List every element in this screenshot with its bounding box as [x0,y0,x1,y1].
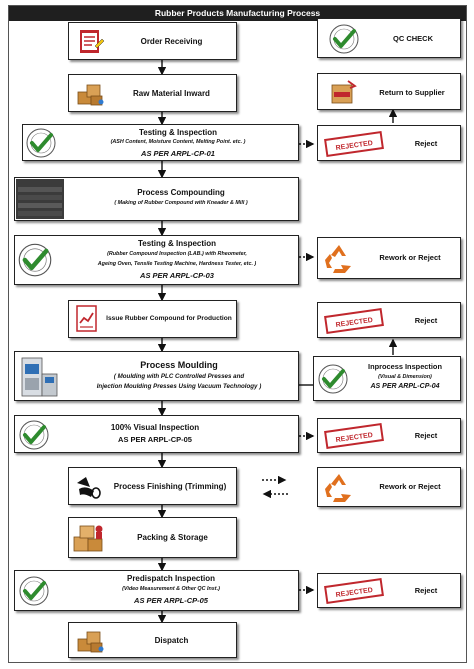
qc-approved-seal-icon [19,576,49,606]
side-rework-1: Rework or Reject [317,237,461,279]
side-reject-1: REJECTED Reject [317,125,461,161]
step-title: Predispatch Inspection [126,574,216,583]
step-title: Testing & Inspection [137,239,217,248]
step-packing: Packing & Storage [68,517,237,558]
return-box-icon [331,80,357,104]
step-raw-material: Raw Material Inward [68,74,237,112]
step-label: Order Receiving [140,37,203,46]
step-detail: (Video Measurement & Other QC Inst.) [122,586,220,592]
step-title: Process Moulding [140,360,218,370]
moulding-machine-icon [21,357,58,397]
recycle-icon [325,474,351,502]
qc-approved-seal-icon [18,243,52,277]
step-issue-compound: Issue Rubber Compound for Production [68,300,237,338]
side-reference: AS PER ARPL-CP-04 [370,383,440,390]
step-label: Issue Rubber Compound for Production [106,315,232,322]
step-detail: (ASH Content, Moisture Content, Melting … [110,139,246,145]
step-reference: AS PER ARPL-CP-05 [118,435,192,444]
side-label: Reject [414,431,438,440]
rejected-stamp-icon: REJECTED [324,578,384,604]
boxes-icon [77,84,104,106]
step-testing-1: Testing & Inspection (ASH Content, Moist… [22,124,299,161]
rejected-stamp-icon: REJECTED [324,308,384,334]
step-moulding: Process Moulding ( Moulding with PLC Con… [14,351,299,401]
side-label: Rework or Reject [379,482,441,491]
step-detail-line2: Ageing Oven, Tensile Testing Machine, Ha… [97,261,257,267]
page-title: Rubber Products Manufacturing Process [9,6,466,21]
side-title: Inprocess Inspection [368,362,442,371]
side-reject-3: REJECTED Reject [317,418,461,453]
step-detail: ( Making of Rubber Compound with Kneader… [114,200,248,206]
step-predispatch: Predispatch Inspection (Video Measuremen… [14,570,299,611]
side-reject-2: REJECTED Reject [317,302,461,338]
step-order-receiving: Order Receiving [68,22,237,60]
legend-label: QC CHECK [392,34,433,43]
step-visual-inspection: 100% Visual Inspection AS PER ARPL-CP-05 [14,415,299,453]
step-detail-line1: (Rubber Compound Inspection (LAB.) with … [107,251,247,257]
step-label: Process Finishing (Trimming) [113,482,227,491]
side-label: Reject [414,139,438,148]
step-label: Raw Material Inward [133,89,210,98]
side-label: Return to Supplier [379,88,445,97]
packing-icon [73,525,103,552]
qc-approved-seal-icon [329,24,359,54]
step-label: Dispatch [154,636,189,645]
step-compounding: Process Compounding ( Making of Rubber C… [14,177,299,221]
side-label: Rework or Reject [379,253,441,262]
side-rework-2: Rework or Reject [317,467,461,507]
side-return-supplier: Return to Supplier [317,73,461,110]
qc-approved-seal-icon [318,364,348,394]
legend-qc-check: QC CHECK [317,18,461,58]
rejected-stamp-icon: REJECTED [324,131,384,157]
boxes-icon [77,631,104,653]
side-inprocess-inspection: Inprocess Inspection (Visual & Dimension… [313,356,461,401]
step-label: Packing & Storage [137,533,208,542]
step-detail-line1: ( Moulding with PLC Controlled Presses a… [113,373,245,380]
rubber-sheets-icon [16,179,64,219]
page-frame: Rubber Products Manufacturing Process [8,5,467,663]
side-label: Reject [414,586,438,595]
recycle-icon [325,245,351,273]
side-detail: (Visual & Dimension) [378,374,432,380]
trimming-icon [77,477,101,499]
qc-approved-seal-icon [19,420,49,450]
step-reference: AS PER ARPL-CP-05 [134,596,208,605]
qc-approved-seal-icon [26,128,56,158]
step-title: Process Compounding [137,188,225,197]
order-form-icon [80,30,105,53]
step-title: 100% Visual Inspection [110,423,200,432]
document-chart-icon [76,305,97,332]
step-reference: AS PER ARPL-CP-01 [141,149,215,158]
step-title: Testing & Inspection [138,128,218,137]
rejected-stamp-icon: REJECTED [324,423,384,449]
side-reject-4: REJECTED Reject [317,573,461,608]
step-detail-line2: Injection Moulding Presses Using Vacuum … [96,383,262,390]
side-label: Reject [414,316,438,325]
step-testing-2: Testing & Inspection (Rubber Compound In… [14,235,299,285]
step-reference: AS PER ARPL-CP-03 [140,271,214,280]
step-dispatch: Dispatch [68,622,237,658]
step-finishing: Process Finishing (Trimming) [68,467,237,505]
